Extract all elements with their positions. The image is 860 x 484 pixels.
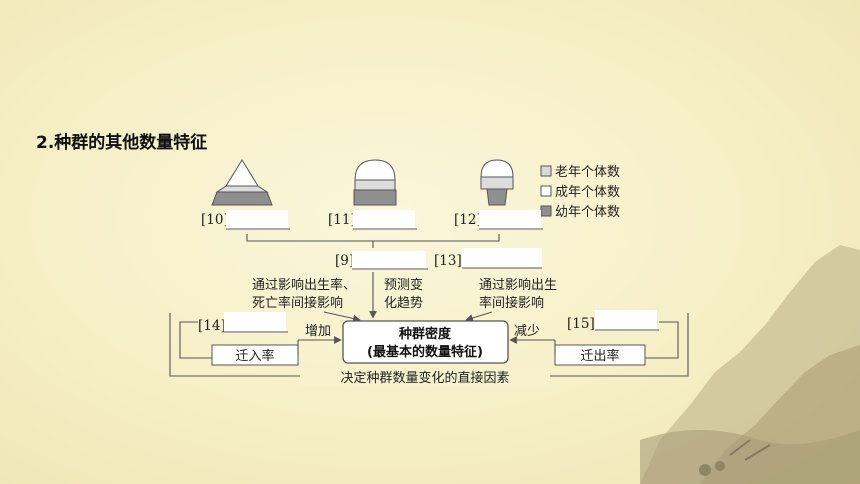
note-mid-line2: 化趋势 (384, 295, 423, 311)
legend-swatch-adult (540, 185, 552, 197)
note-mid-line1: 预测变 (384, 277, 423, 293)
pyramid-stable (353, 159, 397, 206)
blank-13-label: [13] (434, 253, 462, 269)
legend-young-label: 幼年个体数 (555, 205, 620, 220)
note-right-line1: 通过影响出生 (479, 277, 557, 293)
legend-old-label: 老年个体数 (555, 165, 620, 180)
blank-11-box (353, 210, 415, 230)
note-left-line2: 死亡率间接影响 (252, 295, 343, 311)
blank-13-box (462, 248, 542, 268)
increase-label: 增加 (305, 324, 331, 339)
legend-swatch-young (540, 205, 552, 217)
blank-9-box (352, 251, 426, 270)
blank-12-box (479, 210, 541, 230)
decrease-label: 减少 (514, 324, 540, 339)
section-title: 2.种群的其他数量特征 (36, 133, 208, 153)
note-right-line2: 率间接影响 (479, 295, 544, 311)
blank-14-label: [14] (198, 318, 226, 334)
blank-14-box (224, 312, 286, 333)
blank-15-box (595, 310, 657, 331)
blank-10-label: [10] (201, 212, 229, 228)
blank-11-label: [11] (328, 212, 356, 228)
center-box (342, 320, 509, 364)
blank-9-label: [9] (335, 253, 354, 269)
blank-12-label: [12] (454, 212, 482, 228)
legend: 老年个体数 成年个体数 幼年个体数 (540, 165, 620, 220)
emigration-label: 迁出率 (580, 348, 619, 364)
center-line2: (最基本的数量特征) (367, 344, 483, 360)
landscape-decoration (640, 245, 860, 484)
pyramid-declining (480, 159, 514, 206)
immigration-label: 迁入率 (235, 348, 274, 364)
center-line1: 种群密度 (398, 326, 452, 342)
pyramid-growing (211, 159, 273, 206)
bottom-caption: 决定种群数量变化的直接因素 (340, 370, 509, 386)
legend-swatch-old (540, 165, 552, 177)
blank-15-label: [15] (567, 316, 595, 332)
note-left-line1: 通过影响出生率、 (252, 277, 356, 293)
blank-10-box (226, 210, 288, 230)
legend-adult-label: 成年个体数 (555, 185, 620, 200)
